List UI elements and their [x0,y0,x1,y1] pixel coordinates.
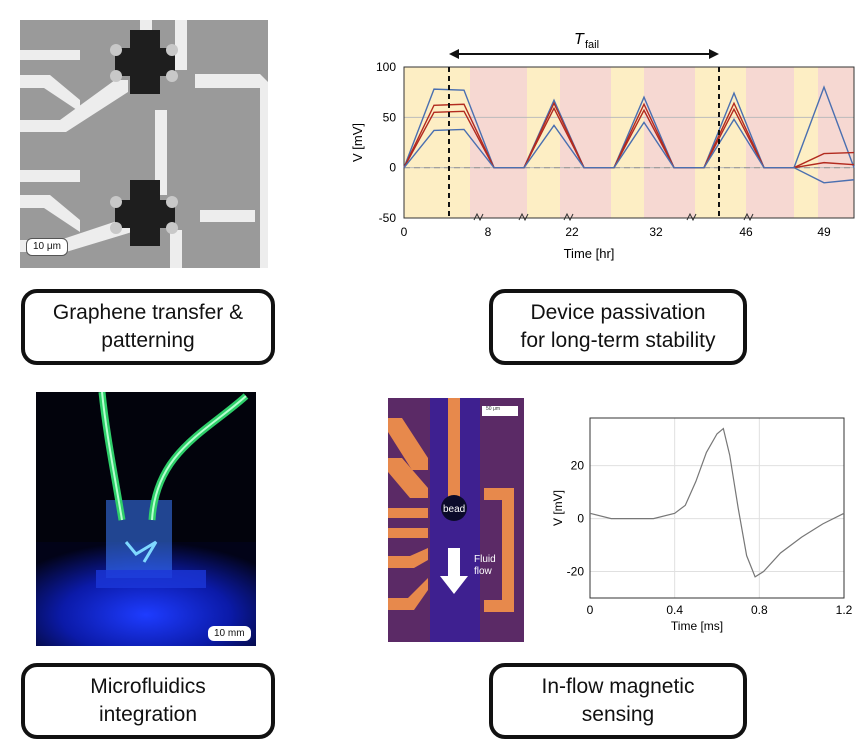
x-tick-label: 0.4 [666,603,683,617]
axis-break-mark [518,212,529,222]
axis-break-mark [686,212,697,222]
fluid-flow-label: Fluid flow [474,554,496,578]
x-axis-label: Time [hr] [564,246,615,261]
shade-band [794,67,818,218]
x-tick-label: 49 [817,225,831,239]
caption-line: Microfluidics [90,675,206,698]
microfluidics-photo-image [36,391,256,646]
x-tick-label: 32 [649,225,663,239]
scale-bar-label: 10 mm [214,628,245,639]
scale-bar-microfluidics: 10 mm [208,626,251,641]
caption-line: In-flow magnetic [541,675,695,698]
pulse-trace [589,427,845,578]
axis-break-mark [563,212,574,222]
tfail-label: T [574,31,585,48]
shade-band [818,67,854,218]
caption-microfluidics: Microfluidics integration [21,663,275,739]
sensing-micrograph-image [388,398,524,642]
shade-band [560,67,611,218]
scale-bar-graphene: 10 μm [26,238,68,256]
tfail-subscript: fail [585,39,599,51]
tfail-arrowhead-left [449,49,459,59]
fluid-flow-label-line: Fluid [474,554,496,565]
caption-line: Device passivation [530,301,706,324]
x-tick-label: 22 [565,225,579,239]
caption-passivation: Device passivation for long-term stabili… [489,289,747,365]
shade-band [404,67,470,218]
microfluidics-photo: 10 mm [36,391,256,646]
x-tick-label: 8 [485,225,492,239]
y-tick-label: 50 [383,110,397,124]
scale-bar-label: 10 μm [33,241,61,252]
caption-sensing: In-flow magnetic sensing [489,663,747,739]
caption-line: Graphene transfer & [52,301,244,324]
graphene-micrograph: 10 μm [20,20,272,268]
fluid-flow-label-line: flow [474,566,492,577]
y-tick-label: 20 [571,459,585,473]
y-tick-label: 0 [577,512,584,526]
x-tick-label: 0 [401,225,408,239]
x-tick-label: 0 [587,603,594,617]
x-tick-label: 1.2 [836,603,853,617]
y-tick-label: 0 [389,161,396,175]
x-tick-label: 0.8 [751,603,768,617]
caption-line: sensing [581,703,655,726]
y-tick-label: -20 [567,565,585,579]
caption-line: for long-term stability [520,329,716,352]
y-tick-label: 100 [376,60,396,74]
bead-label: bead [443,504,466,515]
y-axis-label: V [mV] [350,123,365,162]
series-line [403,118,855,184]
scale-bar-sensing-label: 50 μm [486,406,500,412]
x-axis-label: Time [ms] [671,619,723,633]
y-tick-label: -50 [379,211,397,225]
axis-break-mark [473,212,484,222]
caption-graphene: Graphene transfer & patterning [21,289,275,365]
shade-band [644,67,695,218]
shade-band [527,67,560,218]
graphene-micrograph-image [20,20,272,268]
sensing-micrograph: bead Fluid flow 50 μm [388,398,524,642]
shade-band [470,67,527,218]
caption-line: integration [98,703,198,726]
axis-break-mark [743,212,754,222]
tfail-arrowhead-right [709,49,719,59]
caption-line: patterning [101,329,195,352]
y-axis-label: V [mV] [551,490,565,526]
plot-frame [403,66,855,219]
x-tick-label: 46 [739,225,753,239]
shade-band [695,67,746,218]
plot-frame [589,417,845,599]
